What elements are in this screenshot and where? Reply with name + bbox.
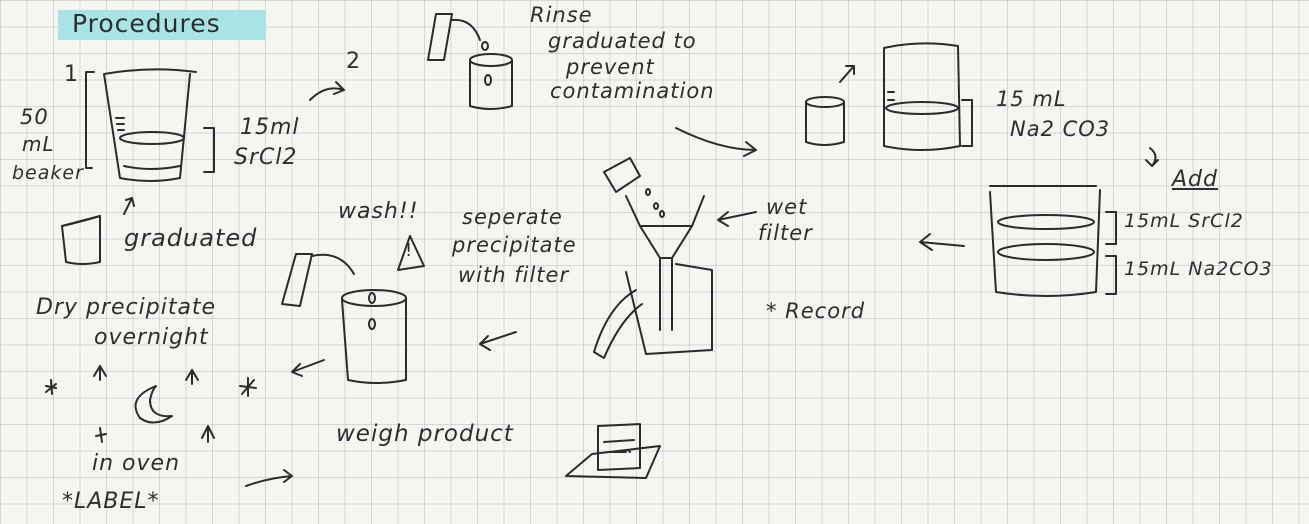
beaker-unit-label: mL: [22, 134, 55, 155]
record-note: * Record: [766, 300, 865, 322]
separate-line-2: precipitate: [452, 234, 577, 256]
star-icon: [96, 428, 106, 442]
mixture-beaker: [990, 186, 1116, 296]
pouring-cylinder: [604, 158, 664, 217]
mixture-label-top: 15mL SrCl2: [1124, 212, 1244, 232]
beaker-name-label: beaker: [12, 164, 84, 184]
na2co3-formula: Na2 CO3: [1010, 118, 1110, 140]
na2co3-volume: 15 mL: [996, 88, 1067, 110]
label-note: *LABEL*: [62, 490, 160, 513]
srcl2-volume-bracket: [204, 128, 214, 172]
warning-exclamation: !: [405, 242, 413, 261]
arrow-rinse-down: [676, 128, 756, 156]
beaker-50ml-drawing: [86, 69, 196, 181]
star-icon: [240, 378, 256, 396]
mixture-label-bottom: 15mL Na2CO3: [1124, 260, 1273, 280]
rinse-line-3: prevent: [566, 56, 655, 78]
dry-line-2: overnight: [94, 326, 209, 349]
arrow-add: [1146, 148, 1158, 166]
funnel: [626, 196, 704, 330]
arrow-up-small: [840, 66, 854, 82]
beaker-size-label: 50: [20, 106, 49, 128]
weigh-note: weigh product: [336, 422, 514, 446]
rinse-line-2: graduated to: [548, 30, 697, 52]
arrow-to-wash: [480, 332, 516, 350]
arrow-wet-filter: [718, 212, 756, 226]
step-number-1: 1: [64, 63, 79, 86]
na2co3-beaker: [884, 43, 972, 150]
star-icon: [202, 426, 214, 442]
arrow-to-beaker: [124, 198, 134, 214]
arrow-1-to-2: [310, 82, 344, 100]
oven-note: in oven: [92, 452, 180, 475]
graduated-cylinder-small: [62, 216, 100, 264]
filtration-flask: [594, 264, 712, 358]
star-icon: [94, 366, 106, 380]
wash-note: wash!!: [338, 200, 419, 223]
add-label: Add: [1172, 168, 1218, 191]
wet-filter-line-2: filter: [758, 222, 813, 244]
star-icon: [186, 370, 198, 384]
rinse-line-4: contamination: [550, 80, 715, 102]
graduated-label: graduated: [124, 226, 257, 251]
srcl2-volume: 15ml: [240, 116, 300, 139]
arrow-to-dry: [292, 360, 324, 376]
dry-line-1: Dry precipitate: [36, 296, 216, 319]
small-cylinder: [806, 97, 844, 145]
wet-filter-line-1: wet: [766, 196, 807, 218]
separate-line-3: with filter: [458, 264, 569, 286]
step2-graduated-cylinder: [428, 14, 512, 109]
moon-icon: [136, 386, 172, 423]
scale-drawing: [566, 424, 660, 478]
arrow-to-filter: [920, 234, 964, 250]
star-icon: [46, 380, 56, 394]
separate-line-1: seperate: [462, 206, 563, 228]
rinse-line-1: Rinse: [530, 4, 593, 26]
arrow-to-weigh: [246, 470, 292, 486]
srcl2-formula: SrCl2: [234, 146, 297, 169]
step-number-2: 2: [346, 50, 361, 73]
